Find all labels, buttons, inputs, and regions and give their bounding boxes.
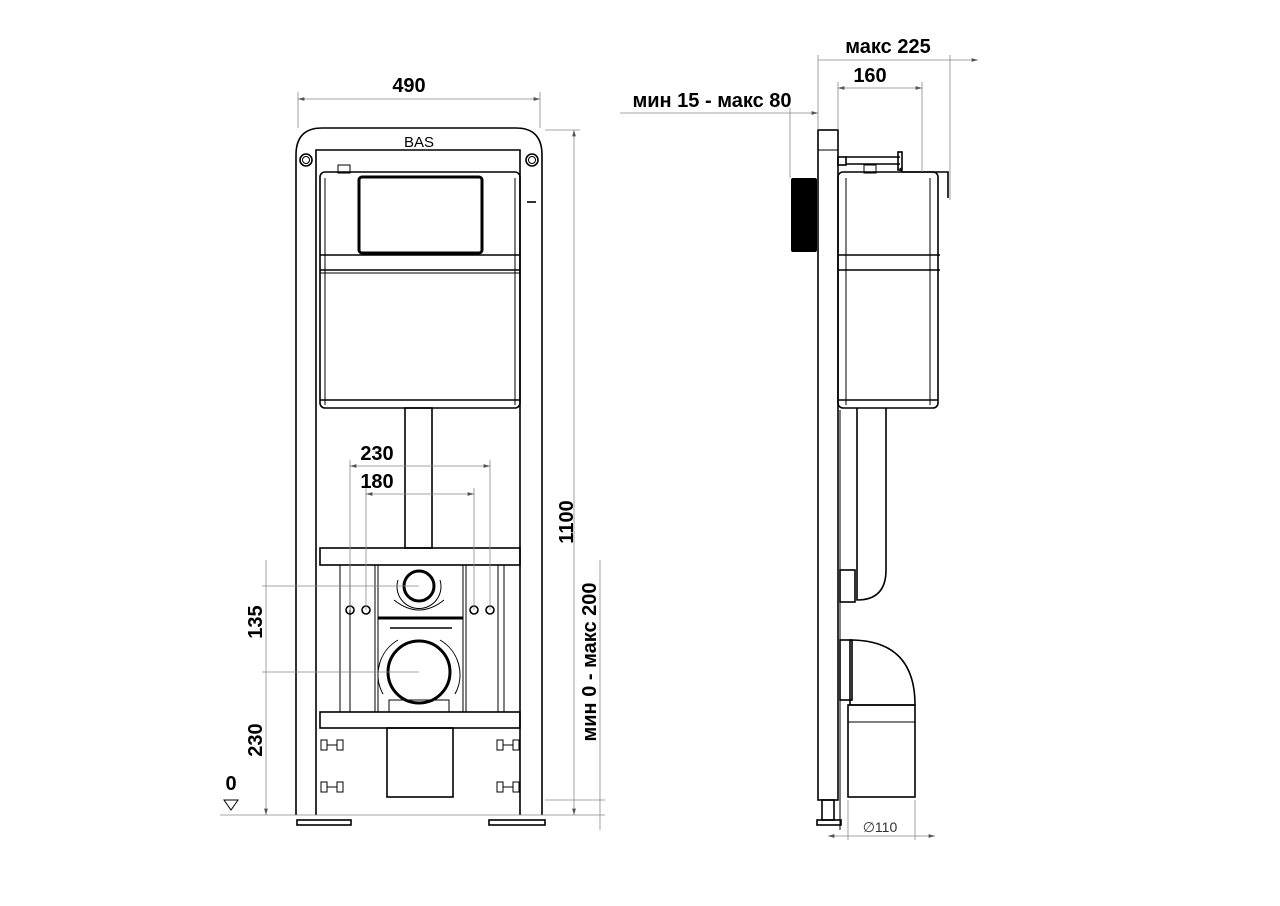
dim-outer-spacing: 230 <box>360 443 393 465</box>
front-dimensions: 490 230 180 1100 135 230 0 мин 0 - макс … <box>220 75 605 830</box>
floor-level-icon <box>223 799 239 811</box>
dim-width: 490 <box>392 75 425 97</box>
cistern-side <box>837 171 939 409</box>
mount-hole-left <box>299 153 313 167</box>
side-dimensions: макс 225 160 мин 15 - макс 80 ∅110 <box>620 36 978 840</box>
drain-pipe-side <box>847 704 916 798</box>
side-view <box>791 129 949 830</box>
front-view: BAS <box>295 127 546 826</box>
dim-wall-range: мин 15 - макс 80 <box>632 90 791 112</box>
wall-knurl <box>791 178 817 252</box>
frame-outer <box>295 127 543 815</box>
flush-pipe <box>404 407 433 549</box>
dim-max-depth: макс 225 <box>845 36 930 58</box>
dim-height: 1100 <box>556 500 578 543</box>
foot-right <box>488 819 546 826</box>
flush-plate <box>357 175 484 255</box>
drain-pipe <box>386 727 454 798</box>
dim-inner-spacing: 180 <box>360 471 393 493</box>
dim-outlet-height: 230 <box>245 723 267 756</box>
dim-outlet-spacing: 135 <box>245 605 267 638</box>
dim-depth: 160 <box>853 65 886 87</box>
cistern <box>319 171 521 409</box>
drain-elbow <box>849 639 916 706</box>
foot-left <box>296 819 352 826</box>
flush-pipe-side <box>856 408 887 601</box>
dim-pipe-diameter: ∅110 <box>863 819 898 835</box>
dim-leg-adjust: мин 0 - макс 200 <box>579 582 601 741</box>
floor-level-label: 0 <box>225 773 236 795</box>
brand-logo: BAS <box>404 134 434 151</box>
mount-hole-right <box>525 153 539 167</box>
frame-side <box>817 129 839 801</box>
